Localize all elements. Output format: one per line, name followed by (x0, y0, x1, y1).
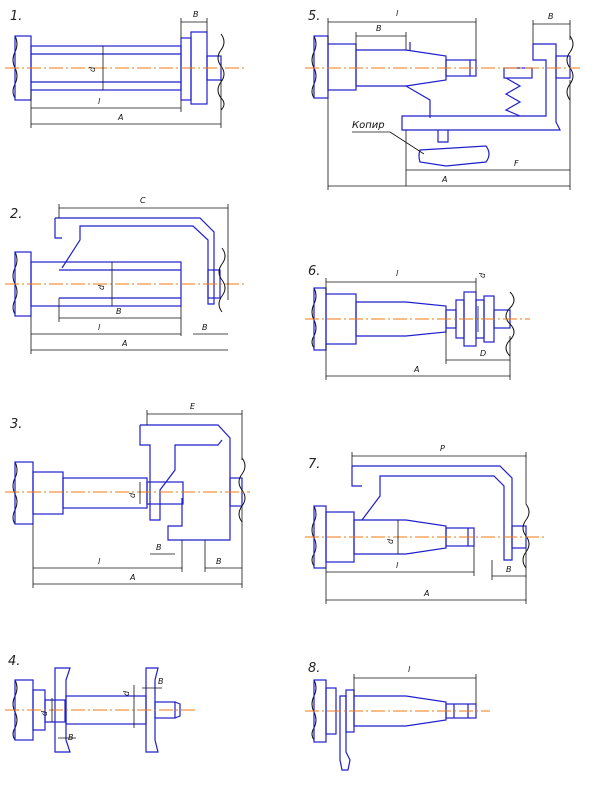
panel-4: 4. d d B B (5, 654, 195, 753)
dim-label-a: A (441, 175, 447, 184)
dim-label-a: A (129, 573, 135, 582)
dim-label-d: d (386, 538, 395, 544)
handle-left (339, 695, 351, 771)
dim-label-b: B (506, 565, 512, 574)
tapered-arbor (353, 519, 447, 555)
panel-5-number: 5. (308, 9, 320, 24)
wavy-break (217, 33, 225, 111)
dim-label-b2: B (68, 733, 74, 742)
dim-label-l: l (98, 323, 101, 332)
panel-6: 6. l d D A (305, 264, 530, 380)
spindle-flange (14, 461, 34, 525)
bracket (351, 465, 513, 561)
dim-label-b: B (156, 543, 162, 552)
cutter (146, 481, 184, 505)
dim-label-c: C (140, 196, 146, 205)
dim-label-e: E (190, 402, 196, 411)
cutter-hub (180, 37, 192, 101)
tapered-arbor (353, 695, 447, 727)
panel-2-number: 2. (10, 207, 22, 222)
wavy-break (522, 503, 530, 569)
dim-label-a: A (121, 339, 127, 348)
copier-pin (437, 130, 449, 143)
panel-5: 5. l B B Копир F A (305, 9, 580, 190)
dim-label-dd: D (480, 349, 486, 358)
arbor-shoulder (327, 43, 357, 91)
dim-label-f: F (514, 159, 519, 168)
bracket (401, 43, 561, 131)
dim-label-d: d (88, 66, 97, 72)
panel-6-number: 6. (308, 264, 320, 279)
dim-label-l: l (396, 561, 399, 570)
panel-3-number: 3. (10, 417, 22, 432)
panel-4-number: 4. (8, 654, 20, 669)
spring (504, 77, 522, 117)
dim-label-b2: B (548, 12, 554, 21)
arbor-shoulder (32, 471, 64, 515)
panel-1: 1. B d l A (5, 9, 245, 128)
panel-7: 7. P d l B A (305, 444, 545, 604)
copier (418, 145, 490, 167)
panel-2: 2. C d B l B A (5, 196, 245, 354)
wavy-break (505, 291, 515, 357)
dim-label-l: l (396, 269, 399, 278)
dim-label-b2: B (202, 323, 208, 332)
dim-label-d: d (40, 710, 49, 716)
spring-seat (503, 67, 533, 79)
dim-label-b: B (193, 10, 199, 19)
dim-label-l: l (396, 9, 399, 18)
dim-label-d: d (478, 272, 487, 278)
panel-8-number: 8. (308, 661, 320, 676)
panel-1-number: 1. (10, 9, 22, 24)
dim-label-d: d (97, 284, 106, 290)
dim-label-a: A (117, 113, 123, 122)
dim-label-d: d (128, 492, 137, 498)
wavy-break (238, 457, 246, 523)
wavy-break (218, 247, 226, 313)
disk-cutter-right (145, 667, 159, 753)
dim-label-b: B (116, 307, 122, 316)
dim-label-p: P (440, 444, 445, 453)
dim-label-b: B (376, 24, 382, 33)
nut (555, 55, 571, 79)
bracket-neck (405, 42, 431, 118)
panel-3: 3. E d B l B A (5, 402, 250, 588)
dim-label-l: l (408, 665, 411, 674)
bracket (139, 424, 231, 541)
dim-label-l: l (98, 97, 101, 106)
collar (44, 699, 66, 723)
disk-cutter-left (54, 667, 71, 753)
dim-label-b: B (158, 677, 164, 686)
panel-7-number: 7. (308, 457, 320, 472)
copier-label: Копир (352, 120, 385, 131)
dim-label-l: l (98, 557, 101, 566)
dim-label-a: A (423, 589, 429, 598)
panel-8: 8. l (305, 661, 490, 771)
bracket (54, 217, 215, 305)
dim-label-b2: B (216, 557, 222, 566)
dim-label-a: A (413, 365, 419, 374)
dim-label-d2: d (122, 690, 131, 696)
